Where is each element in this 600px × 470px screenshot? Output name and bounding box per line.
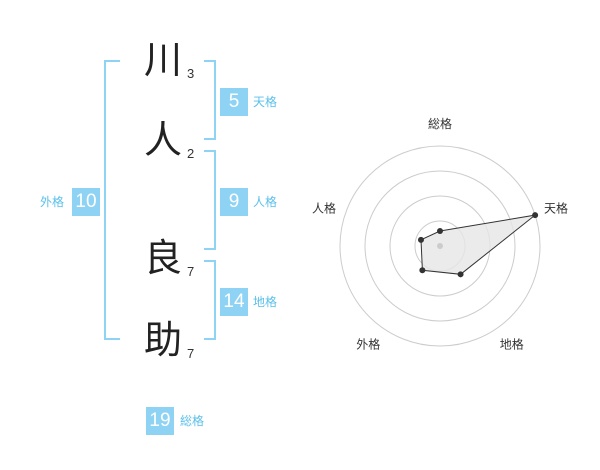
name-char-1: 川 — [143, 38, 182, 82]
stroke-count-4: 7 — [187, 346, 195, 361]
stroke-count-3: 7 — [187, 264, 195, 279]
name-char-4: 助 — [143, 318, 182, 362]
stroke-count-2: 2 — [187, 146, 195, 161]
name-char-2: 人 — [143, 118, 182, 162]
radar-point — [419, 267, 426, 274]
stroke-count-1: 3 — [187, 66, 195, 81]
radar-point — [532, 212, 539, 219]
chikaku-label: 地格 — [253, 295, 278, 309]
jinkaku-bracket — [204, 150, 216, 250]
gaikaku-badge: 10 — [72, 188, 100, 216]
radar-axis-label: 人格 — [312, 200, 336, 215]
gaikaku-bracket — [104, 60, 120, 340]
radar-ring — [364, 170, 516, 322]
tenkaku-badge: 5 — [220, 88, 248, 116]
jinkaku-label: 人格 — [253, 195, 278, 209]
radar-area — [420, 214, 537, 275]
radar-axis-label: 総格 — [428, 116, 452, 131]
radar-point — [417, 236, 424, 243]
radar-axis-label: 地格 — [500, 337, 524, 352]
chikaku-bracket — [204, 260, 216, 340]
radar-ring — [339, 145, 541, 347]
chikaku-badge: 14 — [220, 288, 248, 316]
jinkaku-badge: 9 — [220, 188, 248, 216]
radar-center — [437, 243, 443, 249]
soukaku-label: 総格 — [180, 414, 205, 428]
name-char-3: 良 — [143, 236, 182, 280]
soukaku-badge: 19 — [146, 407, 174, 435]
radar-axis-label: 天格 — [544, 200, 568, 215]
gaikaku-label: 外格 — [40, 195, 65, 209]
radar-point — [457, 271, 464, 278]
radar-axis-label: 外格 — [356, 337, 380, 352]
radar-point — [437, 228, 443, 234]
tenkaku-bracket — [204, 60, 216, 140]
tenkaku-label: 天格 — [253, 95, 278, 109]
